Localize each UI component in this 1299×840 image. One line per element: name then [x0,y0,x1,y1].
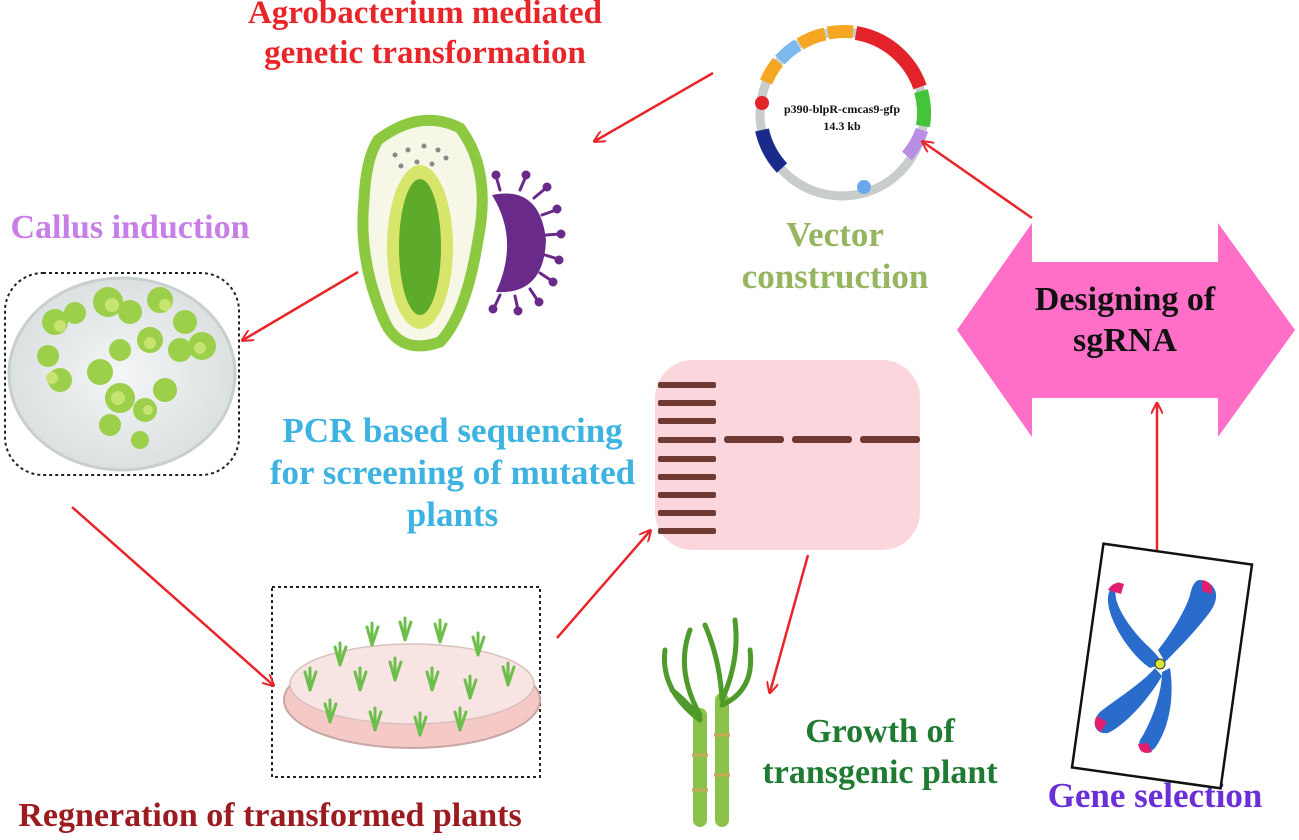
growth-label-line2: transgenic plant [762,753,998,791]
arrow-cell-to-callus [243,270,359,340]
regeneration-dish-icon [271,586,541,778]
pcr-gel-icon [655,360,920,550]
plasmid-segment-nos [901,127,929,161]
sgrna-label-line1: Designing of [1034,281,1216,318]
bacterium-icon [488,170,566,316]
arrow-vector-to-agro [595,71,714,141]
agrobacterium-label-line2: genetic transformation [264,34,586,71]
callus-induction-label: Callus induction [10,209,250,246]
arrow-regeneration-to-gel [556,531,650,639]
growth-label: Growth of transgenic plant [735,712,1025,794]
agrobacterium-label: Agrobacterium mediated genetic transform… [200,0,650,73]
pcr-label-line2: for screening of mutated [269,453,636,492]
gene-selection-label: Gene selection [1047,776,1263,815]
plant-cell-icon [357,114,488,352]
agrobacterium-label-line1: Agrobacterium mediated [247,0,603,31]
process-arrows [71,71,1157,692]
plasmid-segment-bar [775,39,802,65]
plasmid-segment-rb [857,180,871,194]
vector-label-line2: construction [741,257,929,296]
plasmid-name: p390-blpR-cmcas9-gfp [784,102,900,116]
arrow-callus-to-regeneration [71,506,273,685]
arrow-sgrna-to-vector [923,142,1033,220]
vector-construction-label: Vector construction [720,214,950,298]
plasmid-segment-kanr [755,128,788,173]
plasmid-segment-tpgt [826,25,854,40]
growth-label-line1: Growth of [805,713,955,750]
pcr-label-line3: plants [406,495,499,534]
sgrna-double-arrow [957,223,1295,437]
pcr-label-line1: PCR based sequencing [282,411,623,450]
plasmid-segment-tnos [796,27,827,50]
pcr-sequencing-label: PCR based sequencing for screening of mu… [255,410,650,536]
sgrna-label: Designing of sgRNA [1000,280,1250,362]
chromosome-icon [1070,542,1254,790]
plasmid-segment-gfp [914,89,932,128]
regeneration-label: Regneration of transformed plants [18,797,522,834]
vector-label-line1: Vector [786,215,884,254]
plasmid-segment-lb [755,96,769,110]
arrow-gel-to-plant [770,554,810,692]
plasmid-size: 14.3 kb [823,119,861,133]
sgrna-label-line2: sgRNA [1073,321,1177,359]
plasmid-map: p390-blpR-cmcas9-gfp 14.3 kb [755,25,932,201]
callus-dish-icon [4,272,240,476]
plasmid-segment-cmcas9 [854,26,927,90]
plasmid-segment-pnos [760,57,784,85]
sugarcane-plant-icon [661,617,754,827]
